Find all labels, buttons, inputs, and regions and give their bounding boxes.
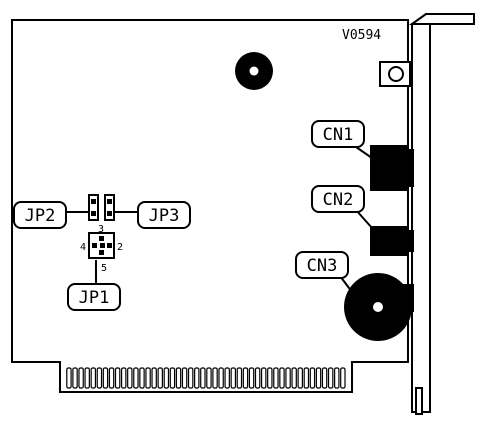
- jp2-jumper: [88, 194, 99, 221]
- pin-number-top: 3: [98, 224, 104, 235]
- edge-connector-finger: [230, 367, 237, 389]
- edge-connector-finger: [72, 367, 78, 389]
- edge-connector-finger: [242, 367, 249, 389]
- edge-connector-finger: [200, 367, 206, 389]
- edge-connector-finger: [334, 367, 340, 389]
- edge-connector-finger: [139, 367, 145, 389]
- edge-connector-finger: [181, 367, 188, 389]
- edge-connector-finger: [151, 367, 157, 389]
- edge-connector-finger: [218, 367, 224, 389]
- edge-connector-finger: [114, 367, 121, 389]
- jp1-label: JP1: [79, 288, 110, 308]
- pin-number-right: 2: [117, 242, 123, 253]
- edge-connector-finger: [212, 367, 218, 389]
- edge-connector-finger: [340, 367, 346, 389]
- pin-number-bottom: 5: [101, 263, 107, 274]
- jp1-callout: JP1: [67, 260, 121, 311]
- cn3-connector: CN3: [295, 251, 414, 341]
- edge-connector-finger: [157, 367, 163, 389]
- jp2-callout: JP2: [13, 201, 89, 229]
- edge-connector-finger: [279, 367, 285, 389]
- edge-connector-finger: [303, 367, 310, 389]
- edge-connector-finger: [108, 367, 115, 389]
- mounting-hole: [235, 52, 273, 90]
- edge-connector-finger: [194, 367, 200, 389]
- cn1-label: CN1: [323, 125, 354, 145]
- edge-connector-finger: [327, 367, 334, 389]
- edge-connector-finger: [248, 367, 255, 389]
- edge-connector-finger: [175, 367, 182, 389]
- model-code: V0594: [342, 28, 381, 43]
- edge-connector-finger: [236, 367, 243, 389]
- edge-connector-finger: [102, 367, 109, 389]
- jp3-label: JP3: [149, 206, 180, 226]
- cn2-connector: CN2: [311, 185, 414, 256]
- edge-connector-finger: [297, 367, 303, 389]
- edge-connector-finger: [267, 367, 273, 389]
- edge-connector: [66, 367, 346, 389]
- pin-number-left: 4: [80, 242, 86, 253]
- cn2-label: CN2: [323, 190, 354, 210]
- cn1-connector: CN1: [311, 120, 414, 191]
- edge-connector-finger: [90, 367, 97, 389]
- edge-connector-finger: [309, 367, 316, 389]
- edge-connector-finger: [187, 367, 194, 389]
- edge-connector-finger: [78, 367, 84, 389]
- edge-connector-finger: [66, 367, 72, 389]
- edge-connector-finger: [163, 367, 170, 389]
- edge-connector-finger: [260, 367, 267, 389]
- edge-connector-finger: [321, 367, 328, 389]
- edge-connector-finger: [206, 367, 212, 389]
- edge-connector-finger: [169, 367, 176, 389]
- edge-connector-finger: [133, 367, 139, 389]
- edge-connector-finger: [145, 367, 151, 389]
- cn3-label: CN3: [307, 256, 338, 276]
- edge-connector-finger: [315, 367, 322, 389]
- edge-connector-finger: [273, 367, 279, 389]
- edge-connector-finger: [127, 367, 133, 389]
- edge-connector-finger: [291, 367, 297, 389]
- jp3-jumper: [104, 194, 115, 221]
- jp3-callout: JP3: [114, 201, 191, 229]
- mounting-bracket: [379, 13, 475, 415]
- edge-connector-finger: [285, 367, 291, 389]
- edge-connector-finger: [96, 367, 103, 389]
- jp2-label: JP2: [25, 206, 56, 226]
- jp1-jumper: [88, 232, 115, 259]
- edge-connector-finger: [224, 367, 230, 389]
- edge-connector-finger: [254, 367, 261, 389]
- edge-connector-finger: [120, 367, 127, 389]
- edge-connector-finger: [84, 367, 90, 389]
